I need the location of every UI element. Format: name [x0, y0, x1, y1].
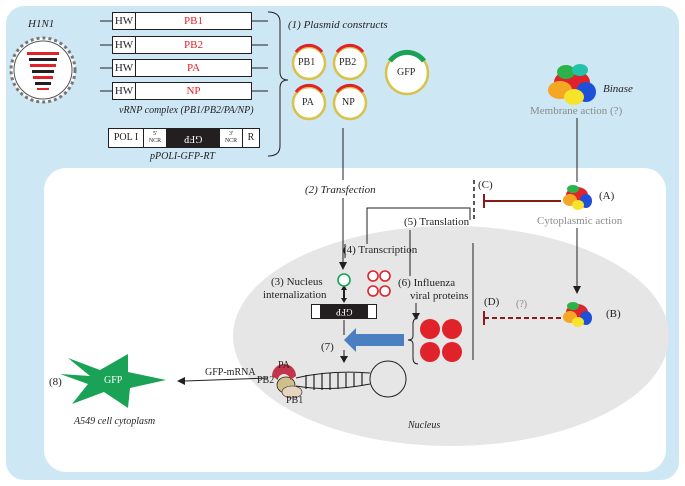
binase-cytoplasm-icon [563, 185, 592, 210]
gfp-block-text: GFP [335, 307, 353, 317]
gfp-star-label: GFP [104, 375, 123, 386]
segment-hw: HW [113, 37, 136, 53]
mrna-label: GFP-mRNA [205, 367, 256, 378]
complex-pb2-label: PB2 [257, 375, 275, 386]
step-viral-proteins: viral proteins [410, 290, 469, 302]
binase-label: Binase [603, 83, 633, 95]
ncr5-prime: 5' [152, 131, 158, 138]
pathway-lines [184, 118, 578, 382]
protein-brace [407, 317, 419, 365]
plasmid-pb2-label: PB2 [339, 57, 357, 68]
segment-np: HW NP [112, 82, 252, 100]
step-transcription: (4) Transcription [343, 244, 418, 256]
segment-pb1: HW PB1 [112, 12, 252, 30]
reporter-pol: POL I [109, 129, 144, 147]
inhibition-lines [483, 194, 563, 325]
segment-gene-label: PB1 [184, 15, 203, 27]
segment-hw: HW [113, 83, 136, 99]
segment-gene-label: NP [186, 85, 201, 97]
reporter-ncr5: 5' NCR [144, 129, 167, 147]
ncr3-text: NCR [224, 138, 238, 144]
label-unknown: (?) [516, 299, 528, 310]
segment-hw: HW [113, 60, 136, 76]
reporter-gfp-text: GFP [183, 133, 203, 144]
step-influenza: (6) Influenza [398, 277, 456, 289]
step-transfection: (2) Transfection [305, 184, 376, 196]
cytoplasmic-action-label: Cytoplasmic action [537, 215, 623, 227]
label-a: (A) [599, 190, 615, 202]
arrowheads [177, 262, 581, 385]
segment-pb2: HW PB2 [112, 36, 252, 54]
step-8: (8) [49, 376, 62, 388]
complex-pb1-label: PB1 [286, 395, 304, 406]
segment-gene-label: PA [186, 62, 201, 74]
label-b: (B) [606, 308, 621, 320]
label-d: (D) [484, 296, 500, 308]
polymerase-complex [272, 364, 303, 399]
complex-pa-label: PA [278, 360, 290, 371]
plasmids-title: (1) Plasmid constructs [288, 19, 388, 31]
reporter-label: pPOLI-GFP-RT [150, 151, 215, 162]
plasmid-pa-label: PA [302, 97, 314, 108]
step-translation: (5) Translation [404, 216, 470, 228]
vrnp-rna-hairpin [295, 360, 407, 398]
segment-pa: HW PA [112, 59, 252, 77]
segment-hw: HW [113, 13, 136, 29]
reporter-ncr3: 3' NCR [219, 129, 243, 147]
cytoplasm-label: A549 cell cytoplasm [74, 416, 156, 427]
segment-gene-label: PB2 [184, 39, 203, 51]
plasmid-circles [291, 43, 430, 121]
viral-protein-circles [420, 319, 462, 362]
nuclear-plasmids [337, 270, 391, 297]
vrnp-label: vRNP complex (PB1/PB2/PA/NP) [119, 105, 254, 116]
virus-label: H1N1 [28, 18, 55, 30]
segment-lines [100, 20, 268, 92]
reporter-gfp: GFP [167, 129, 219, 147]
binase-protein-icon [548, 64, 596, 105]
binase-nucleus-icon [563, 302, 592, 327]
nuclear-gfp-construct: GFP [311, 304, 377, 319]
plasmid-pb1-label: PB1 [298, 57, 316, 68]
plasmid-np-label: NP [342, 97, 355, 108]
gfp-block-center: GFP [321, 305, 367, 318]
gfp-star-icon [60, 354, 166, 408]
step-internalization: internalization [263, 289, 327, 301]
step-nucleus: (3) Nucleus [271, 276, 323, 288]
gfp-block-right [367, 305, 376, 318]
reporter-construct: POL I 5' NCR GFP 3' NCR R [108, 128, 260, 148]
grouping-brace [267, 11, 289, 157]
nucleus-label: Nucleus [408, 420, 441, 431]
ncr5-text: NCR [148, 138, 162, 144]
label-c: (C) [478, 179, 493, 191]
gfp-block-left [312, 305, 321, 318]
step-7: (7) [321, 341, 334, 353]
plasmid-gfp-label: GFP [397, 67, 416, 78]
ncr3-prime: 3' [228, 131, 234, 138]
reporter-r: R [247, 132, 255, 143]
membrane-action-label: Membrane action (?) [530, 105, 623, 117]
virus-particle-icon [9, 36, 77, 104]
import-arrow [344, 328, 404, 352]
